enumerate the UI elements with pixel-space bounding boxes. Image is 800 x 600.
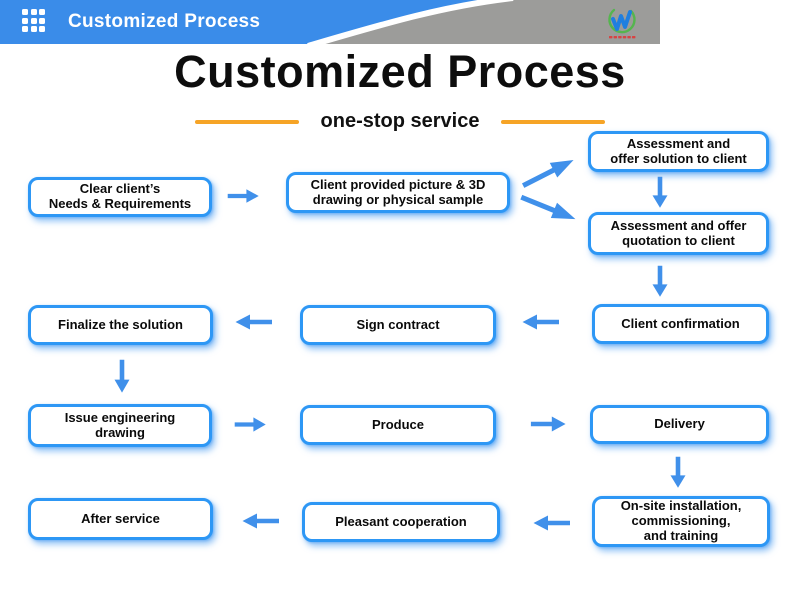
flow-node-delivery: Delivery xyxy=(590,405,769,444)
arrow-icon-assessment-solution-to-quotation xyxy=(650,175,670,209)
header-title: Customized Process xyxy=(68,11,261,32)
flow-node-client-provided: Client provided picture & 3D drawing or … xyxy=(286,172,510,213)
flow-node-assessment-quotation: Assessment and offer quotation to client xyxy=(588,212,769,255)
slide-header: Customized Process xyxy=(0,0,660,44)
arrow-icon-issue-drawing-to-produce xyxy=(233,415,267,434)
arrow-icon-client-provided-to-assessment-quotation xyxy=(514,186,582,230)
subtitle-row: one-stop service xyxy=(0,110,800,133)
flow-node-finalize-solution: Finalize the solution xyxy=(28,305,213,345)
flow-node-assessment-solution: Assessment and offer solution to client xyxy=(588,131,769,172)
arrow-icon-quotation-to-client-confirmation xyxy=(650,264,670,298)
flow-node-after-service: After service xyxy=(28,498,213,540)
flow-node-produce: Produce xyxy=(300,405,496,445)
arrow-icon-client-confirmation-to-sign-contract xyxy=(521,312,561,332)
subtitle-dash-right xyxy=(501,119,606,124)
header-swoosh-graphic xyxy=(0,0,660,44)
page-title: Customized Process xyxy=(174,46,626,97)
page-subtitle: one-stop service xyxy=(320,110,480,132)
arrow-icon-delivery-to-onsite xyxy=(668,455,688,489)
arrow-icon-client-provided-to-assessment-solution xyxy=(515,149,580,197)
arrow-icon-onsite-to-pleasant-cooperation xyxy=(532,513,572,533)
arrow-icon-pleasant-cooperation-to-after-service xyxy=(241,511,281,531)
flow-node-clear-needs: Clear client’s Needs & Requirements xyxy=(28,177,212,217)
flow-node-onsite-installation: On-site installation, commissioning, and… xyxy=(592,496,770,547)
arrow-icon-produce-to-delivery xyxy=(529,414,567,434)
arrow-icon-finalize-solution-to-issue-drawing xyxy=(112,358,132,394)
arrow-icon-sign-contract-to-finalize-solution xyxy=(234,312,274,332)
flow-node-client-confirmation: Client confirmation xyxy=(592,304,769,344)
arrow-icon-clear-needs-to-client-provided xyxy=(226,187,260,205)
grid-menu-icon xyxy=(22,9,45,32)
flow-node-issue-drawing: Issue engineering drawing xyxy=(28,404,212,447)
flow-node-pleasant-cooperation: Pleasant cooperation xyxy=(302,502,500,542)
flow-node-sign-contract: Sign contract xyxy=(300,305,496,345)
subtitle-dash-left xyxy=(194,119,299,124)
company-logo xyxy=(608,8,636,39)
